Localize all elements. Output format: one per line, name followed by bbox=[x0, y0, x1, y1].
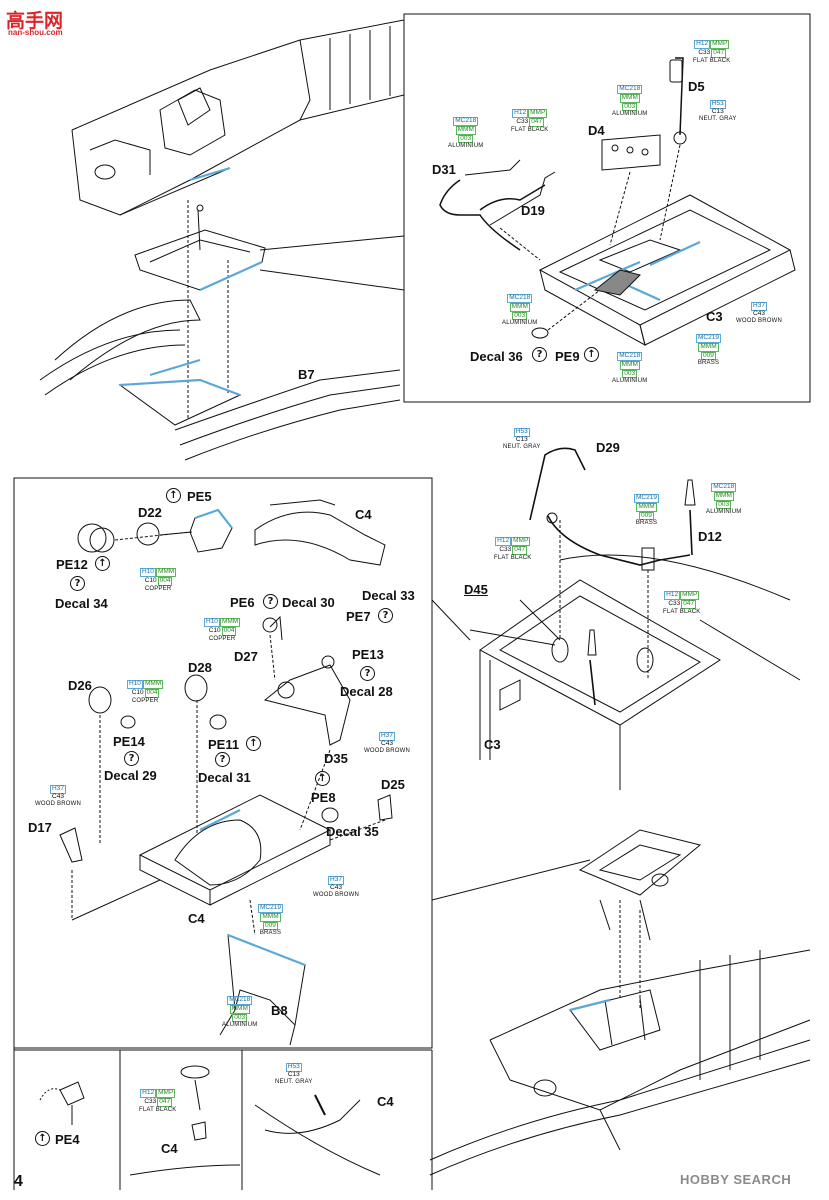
question-symbol-icon: ? bbox=[360, 666, 375, 681]
arrow-up-symbol-icon: ↑ bbox=[166, 488, 181, 503]
label-d31: D31 bbox=[432, 162, 456, 177]
label-pe12: PE12 bbox=[56, 557, 88, 572]
question-symbol-icon: ? bbox=[378, 608, 393, 623]
panel-middle-left-frame bbox=[13, 477, 433, 1049]
paint-callout-wood-brown: H37 C43 WOOD BROWN bbox=[35, 785, 81, 807]
label-decal29: Decal 29 bbox=[104, 768, 157, 783]
fuselage-top-left bbox=[39, 19, 405, 461]
label-decal28: Decal 28 bbox=[340, 684, 393, 699]
label-d22: D22 bbox=[138, 505, 162, 520]
label-pe11: PE11 bbox=[208, 737, 240, 752]
label-d17: D17 bbox=[28, 820, 52, 835]
paint-callout-aluminium: MC218 MMM 003 ALUMINIUM bbox=[222, 996, 258, 1029]
paint-callout-brass: MC219 MMM 009 BRASS bbox=[634, 494, 659, 527]
watermark-url-top: nan-shou.com bbox=[8, 28, 63, 37]
label-decal30: Decal 30 bbox=[282, 595, 335, 610]
question-symbol-icon: ? bbox=[532, 347, 547, 362]
watermark-logo-bottom: HOBBY SEARCH bbox=[680, 1172, 792, 1187]
label-d19: D19 bbox=[521, 203, 545, 218]
paint-callout-neut-gray: H53 C13 NEUT. GRAY bbox=[699, 100, 737, 122]
label-pe14: PE14 bbox=[113, 734, 145, 749]
label-d27: D27 bbox=[234, 649, 258, 664]
inset-c4-right bbox=[254, 1094, 381, 1176]
label-decal34: Decal 34 bbox=[55, 596, 108, 611]
arrow-up-symbol-icon: ↑ bbox=[35, 1131, 50, 1146]
question-symbol-icon: ? bbox=[124, 751, 139, 766]
fuselage-bottom-right bbox=[429, 829, 811, 1176]
label-c3-top: C3 bbox=[706, 309, 723, 324]
label-d28: D28 bbox=[188, 660, 212, 675]
label-pe5: PE5 bbox=[187, 489, 212, 504]
paint-callout-aluminium: MC218 MMM 003 ALUMINIUM bbox=[502, 294, 538, 327]
watermark-logo-top: 高手网 bbox=[6, 10, 64, 32]
label-c4-inset2: C4 bbox=[377, 1094, 394, 1109]
paint-callout-aluminium: MC218 MMM 003 ALUMINIUM bbox=[612, 352, 648, 385]
label-c4-inset1: C4 bbox=[161, 1141, 178, 1156]
arrow-up-symbol-icon: ↑ bbox=[95, 556, 110, 571]
page-number: 4 bbox=[14, 1173, 23, 1190]
paint-callout-brass: MC219 MMM 009 BRASS bbox=[696, 334, 721, 367]
question-symbol-icon: ? bbox=[263, 594, 278, 609]
label-c4-mid: C4 bbox=[188, 911, 205, 926]
label-decal33: Decal 33 bbox=[362, 588, 415, 603]
paint-callout-brass: MC219 MMM 009 BRASS bbox=[258, 904, 283, 937]
cockpit-floor-assembly-top-right bbox=[439, 57, 796, 346]
inset-pe4 bbox=[39, 1081, 85, 1125]
paint-callout-aluminium: MC218 MMM 003 ALUMINIUM bbox=[706, 483, 742, 516]
label-d45: D45 bbox=[464, 582, 488, 597]
label-d25: D25 bbox=[381, 777, 405, 792]
arrow-up-symbol-icon: ↑ bbox=[584, 347, 599, 362]
label-decal36: Decal 36 bbox=[470, 349, 523, 364]
paint-callout-wood-brown: H37 C43 WOOD BROWN bbox=[736, 302, 782, 324]
label-d12: D12 bbox=[698, 529, 722, 544]
label-decal31: Decal 31 bbox=[198, 770, 251, 785]
question-symbol-icon: ? bbox=[215, 752, 230, 767]
label-pe8: PE8 bbox=[311, 790, 336, 805]
question-symbol-icon: ? bbox=[70, 576, 85, 591]
label-decal35: Decal 35 bbox=[326, 824, 379, 839]
label-pe6: PE6 bbox=[230, 595, 255, 610]
inset-c4-middle bbox=[129, 1065, 241, 1176]
label-d4: D4 bbox=[588, 123, 605, 138]
paint-callout-wood-brown: H37 C43 WOOD BROWN bbox=[313, 876, 359, 898]
label-pe4: PE4 bbox=[55, 1132, 80, 1147]
arrow-up-symbol-icon: ↑ bbox=[246, 736, 261, 751]
arrow-up-symbol-icon: ↑ bbox=[315, 771, 330, 786]
label-b8: B8 bbox=[271, 1003, 288, 1018]
paint-callout-wood-brown: H37 C43 WOOD BROWN bbox=[364, 732, 410, 754]
label-d35: D35 bbox=[324, 751, 348, 766]
label-d5: D5 bbox=[688, 79, 705, 94]
label-b7: B7 bbox=[298, 367, 315, 382]
paint-callout-aluminium: MC218 MMM 003 ALUMINIUM bbox=[448, 117, 484, 150]
label-c3-right: C3 bbox=[484, 737, 501, 752]
label-pe7: PE7 bbox=[346, 609, 371, 624]
panel-top-right-frame bbox=[403, 13, 811, 403]
label-d29: D29 bbox=[596, 440, 620, 455]
paint-callout-neut-gray: H53 C13 NEUT. GRAY bbox=[503, 428, 541, 450]
paint-callout-aluminium: MC218 MMM 003 ALUMINIUM bbox=[612, 85, 648, 118]
paint-callout-neut-gray: H53 C13 NEUT. GRAY bbox=[275, 1063, 313, 1085]
d29-d12-framework-right bbox=[469, 447, 801, 790]
label-pe9: PE9 bbox=[555, 349, 580, 364]
label-pe13: PE13 bbox=[352, 647, 384, 662]
label-d26: D26 bbox=[68, 678, 92, 693]
label-c4-top: C4 bbox=[355, 507, 372, 522]
